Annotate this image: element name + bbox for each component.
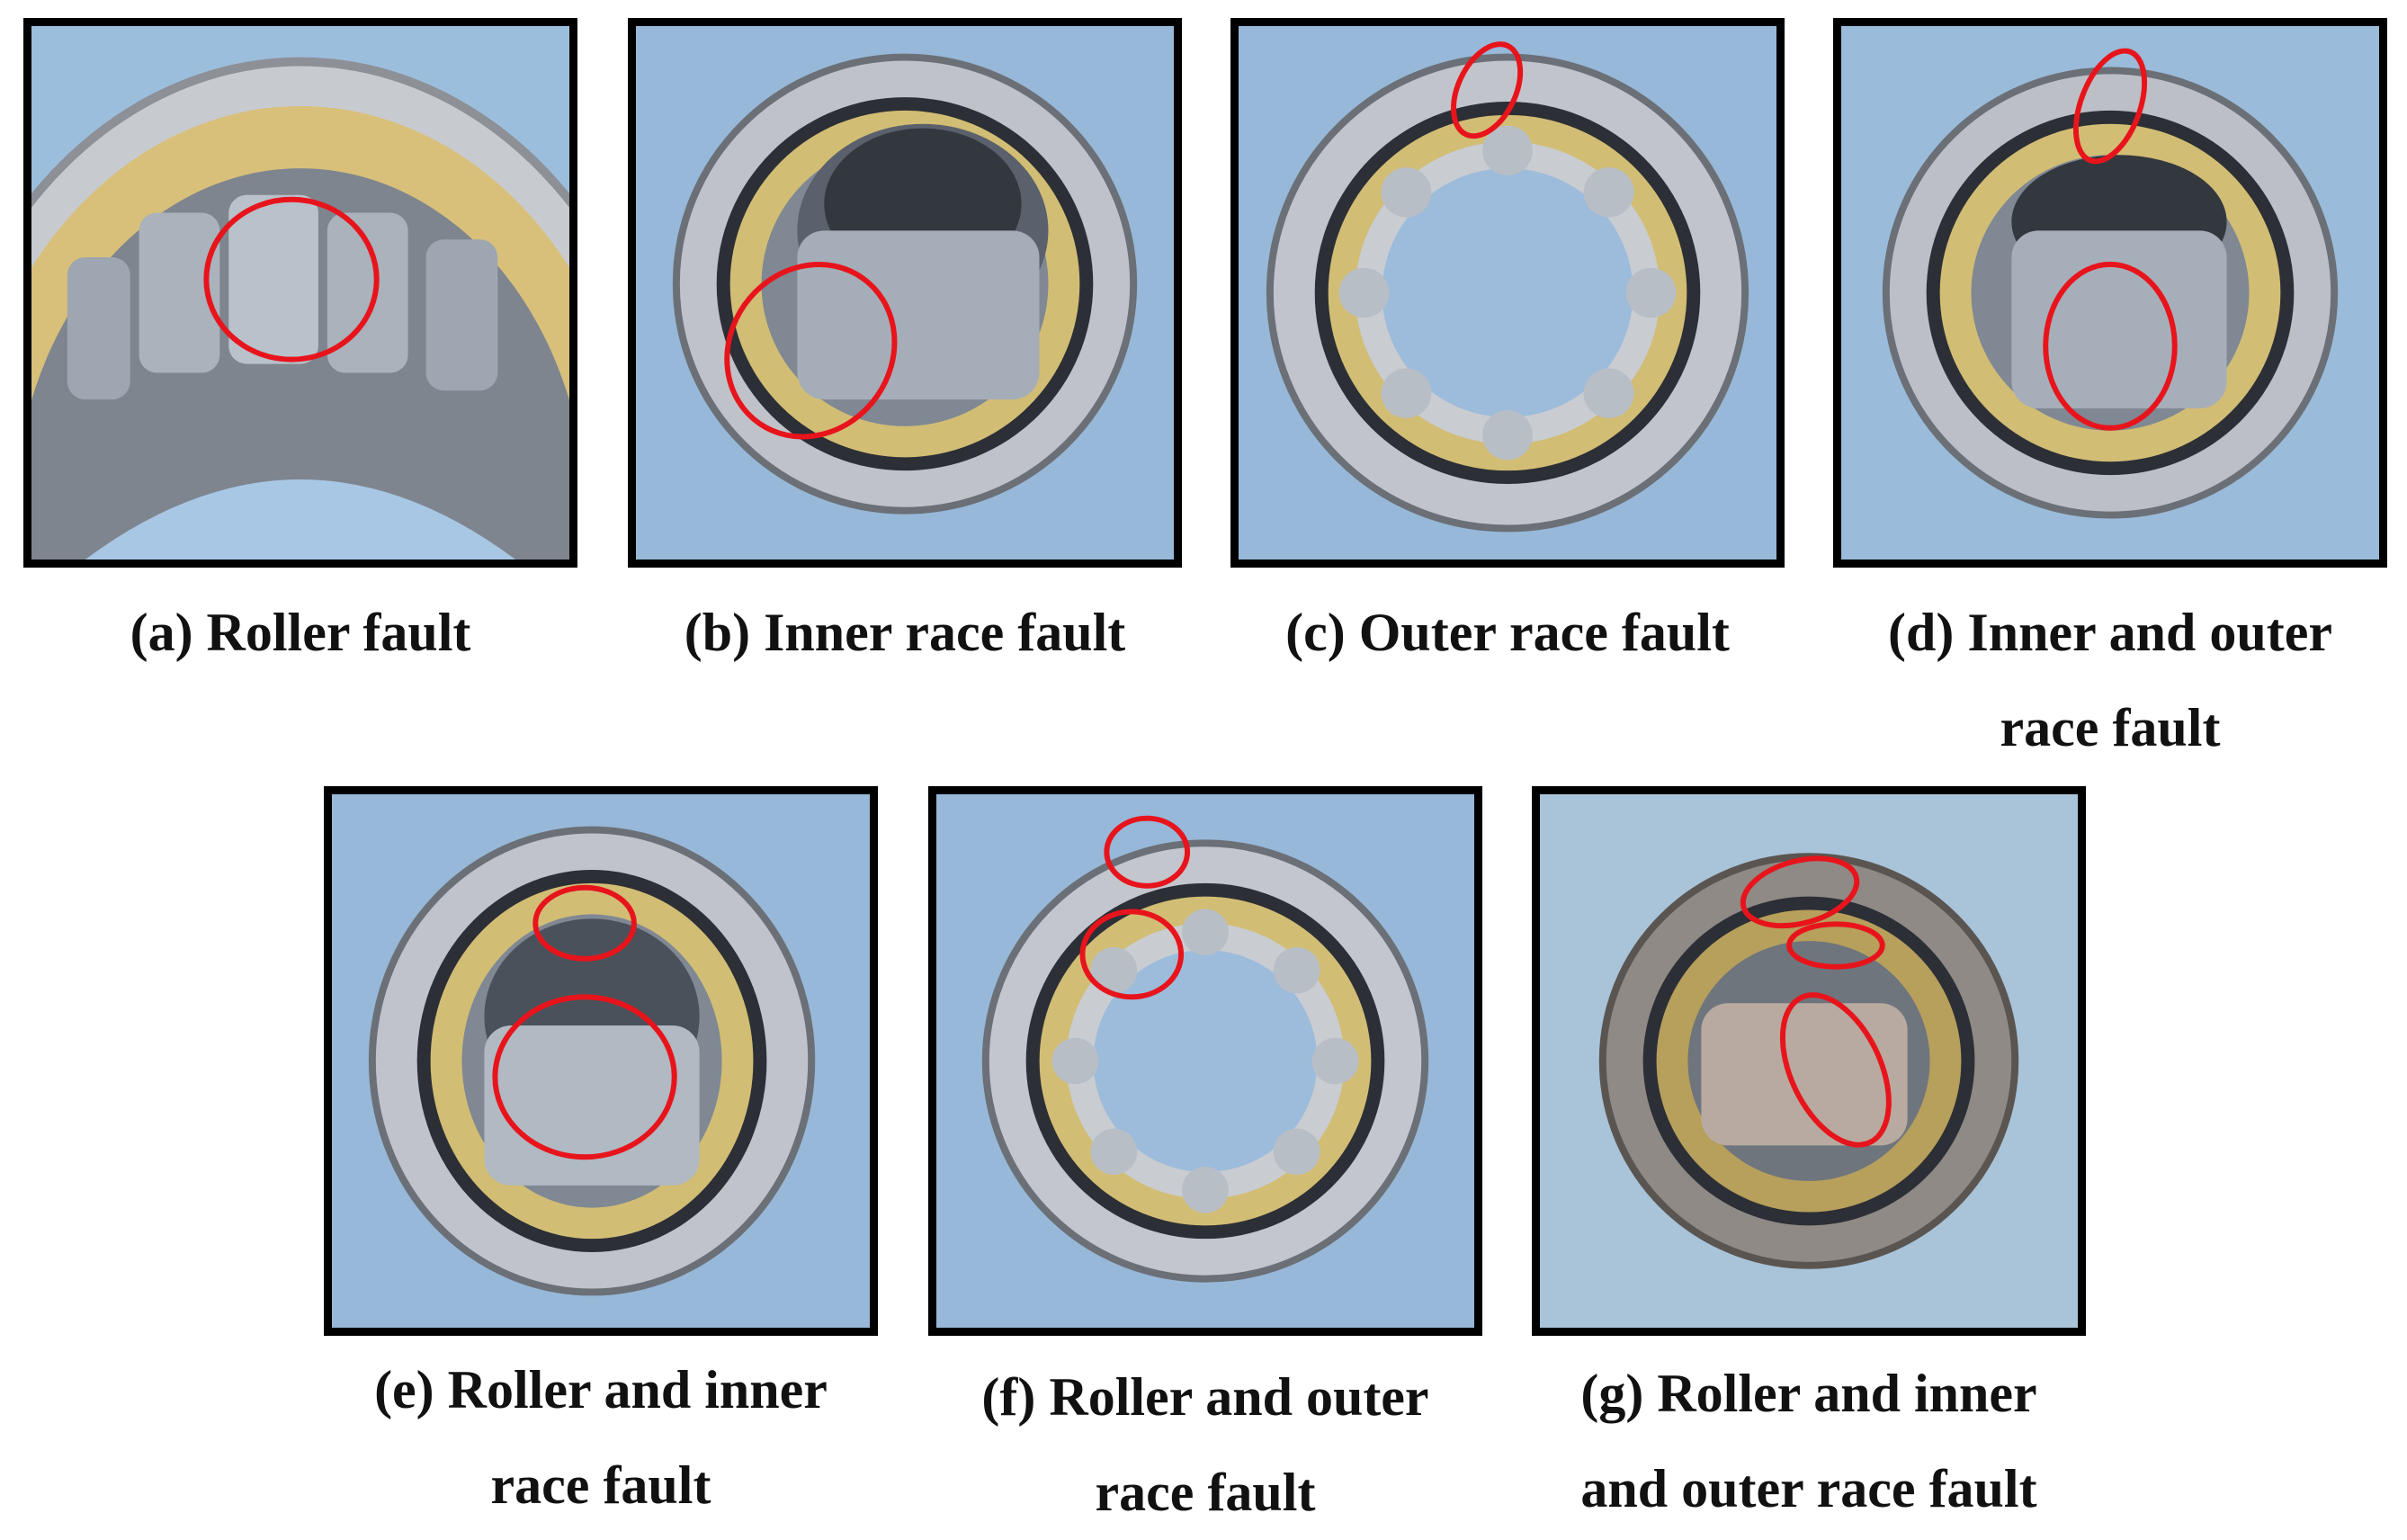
caption-f-line-2: race fault: [1095, 1463, 1316, 1522]
photo-panel-b: [628, 18, 1182, 568]
caption-c: (c) Outer race fault: [1230, 585, 1785, 680]
bearing-photo-roller-and-inner-race-fault: [332, 794, 870, 1328]
caption-g: (g) Roller and inner and outer race faul…: [1514, 1346, 2104, 1536]
caption-e-line-2: race fault: [490, 1455, 711, 1515]
fault-marker: [1740, 855, 1892, 1148]
photo-panel-e: [324, 786, 878, 1336]
photo-panel-a: [23, 18, 577, 568]
caption-e: (e) Roller and inner race fault: [306, 1342, 896, 1533]
bearing-photo-roller-inner-and-outer-race-fault: [1540, 794, 2078, 1328]
caption-b-line-1: (b) Inner race fault: [684, 603, 1126, 662]
fault-marker: [1079, 815, 1191, 1000]
caption-f-line-1: (f) Roller and outer: [981, 1367, 1429, 1427]
caption-d: (d) Inner and outer race fault: [1833, 585, 2387, 775]
photo-panel-d: [1833, 18, 2387, 568]
caption-a: (a) Roller fault: [23, 585, 577, 680]
caption-c-line-1: (c) Outer race fault: [1285, 603, 1730, 662]
caption-d-line-2: race fault: [2000, 698, 2221, 757]
bearing-photo-roller-fault: [31, 26, 569, 560]
caption-a-line-1: (a) Roller fault: [130, 603, 471, 662]
fault-marker: [203, 196, 380, 363]
bearing-photo-inner-and-outer-race-fault: [1841, 26, 2379, 560]
caption-g-line-1: (g) Roller and inner: [1580, 1364, 2037, 1423]
caption-d-line-1: (d) Inner and outer: [1888, 603, 2332, 662]
photo-panel-f: [928, 786, 1482, 1336]
caption-e-line-1: (e) Roller and inner: [374, 1360, 828, 1419]
caption-f: (f) Roller and outer race fault: [910, 1349, 1500, 1540]
fault-marker: [2043, 48, 2178, 431]
fault-marker: [1451, 41, 1524, 139]
photo-panel-g: [1532, 786, 2086, 1336]
bearing-photo-roller-and-outer-race-fault: [936, 794, 1474, 1328]
fault-marker: [492, 884, 677, 1160]
fault-marker: [724, 262, 898, 440]
caption-b: (b) Inner race fault: [628, 585, 1182, 680]
caption-g-line-2: and outer race fault: [1580, 1459, 2037, 1518]
photo-panel-c: [1230, 18, 1785, 568]
bearing-photo-inner-race-fault: [636, 26, 1174, 560]
bearing-photo-outer-race-fault: [1239, 26, 1776, 560]
